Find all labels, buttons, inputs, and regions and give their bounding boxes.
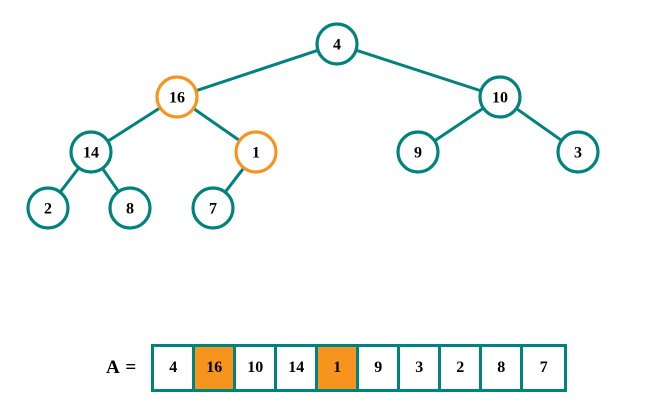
tree-node[interactable]: 2 — [26, 186, 70, 230]
tree-node-label: 2 — [44, 201, 52, 218]
array-cell[interactable]: 10 — [236, 347, 278, 389]
array-cell[interactable]: 2 — [441, 347, 483, 389]
tree-edge — [514, 106, 564, 143]
tree-node-label: 4 — [333, 37, 341, 54]
tree-node[interactable]: 3 — [556, 130, 600, 174]
tree-edge — [432, 106, 486, 143]
tree-edges — [58, 48, 564, 195]
tree-node-label: 8 — [126, 201, 134, 218]
tree-node[interactable]: 7 — [191, 186, 235, 230]
tree-node-circle — [234, 130, 278, 174]
tree-node[interactable]: 9 — [396, 130, 440, 174]
tree-node-circle — [108, 186, 152, 230]
tree-node-circle — [556, 130, 600, 174]
tree-node-circle — [396, 130, 440, 174]
tree-node-label: 10 — [492, 90, 508, 107]
array-cell[interactable]: 8 — [482, 347, 524, 389]
tree-node-circle — [191, 186, 235, 230]
array-cell[interactable]: 9 — [359, 347, 401, 389]
tree-edge — [191, 106, 242, 143]
tree-node-label: 1 — [252, 145, 260, 162]
tree-edge — [193, 48, 321, 93]
array-cell[interactable]: 7 — [523, 347, 565, 389]
array-cell[interactable]: 4 — [154, 347, 196, 389]
tree-node-circle — [478, 75, 522, 119]
tree-node-circle — [26, 186, 70, 230]
array-cell[interactable]: 1 — [318, 347, 360, 389]
tree-node-label: 9 — [414, 145, 422, 162]
tree-node[interactable]: 10 — [478, 75, 522, 119]
tree-edge — [223, 165, 246, 195]
tree-edge — [100, 166, 121, 194]
tree-node-label: 14 — [83, 145, 99, 162]
tree-edge — [58, 165, 81, 195]
tree-node[interactable]: 8 — [108, 186, 152, 230]
array-cell[interactable]: 3 — [400, 347, 442, 389]
tree-node[interactable]: 16 — [155, 75, 199, 119]
tree-nodes: 4 16 10 14 1 9 3 2 8 7 — [26, 22, 600, 230]
array-cell[interactable]: 16 — [195, 347, 237, 389]
tree-edge — [353, 48, 484, 93]
tree-node[interactable]: 4 — [315, 22, 359, 66]
tree-node-circle — [155, 75, 199, 119]
binary-tree: 4 16 10 14 1 9 3 2 8 7 — [26, 22, 600, 230]
tree-node-label: 3 — [574, 145, 582, 162]
tree-edge — [105, 105, 163, 144]
tree-node[interactable]: 1 — [234, 130, 278, 174]
tree-node-circle — [315, 22, 359, 66]
array-cell[interactable]: 14 — [277, 347, 319, 389]
tree-node-circle — [69, 130, 113, 174]
tree-node[interactable]: 14 — [69, 130, 113, 174]
tree-node-label: 7 — [209, 201, 217, 218]
array-label: A = — [106, 357, 138, 378]
tree-node-label: 16 — [169, 90, 185, 107]
